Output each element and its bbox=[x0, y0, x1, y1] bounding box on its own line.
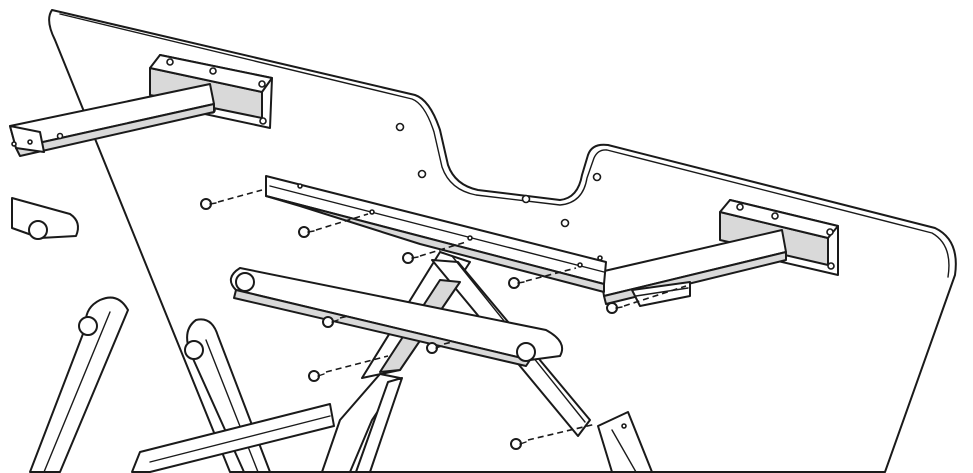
screw-5 bbox=[606, 285, 687, 314]
screw-7 bbox=[426, 341, 453, 354]
screw-8 bbox=[308, 355, 389, 382]
support-bracket bbox=[631, 281, 691, 307]
diagonal-bar bbox=[229, 267, 564, 367]
screws bbox=[200, 189, 687, 450]
right-upright bbox=[597, 411, 653, 473]
center-upright bbox=[321, 373, 403, 473]
screw-6 bbox=[322, 315, 349, 328]
lower-frame bbox=[131, 403, 335, 473]
left-arm-tube bbox=[9, 83, 215, 157]
screw-9 bbox=[510, 423, 597, 450]
screw-1 bbox=[200, 189, 263, 210]
screw-3 bbox=[402, 241, 467, 264]
left-leg-front bbox=[29, 296, 129, 473]
screw-2 bbox=[298, 213, 369, 238]
left-peg-upper bbox=[11, 197, 79, 240]
screw-4 bbox=[508, 267, 577, 289]
